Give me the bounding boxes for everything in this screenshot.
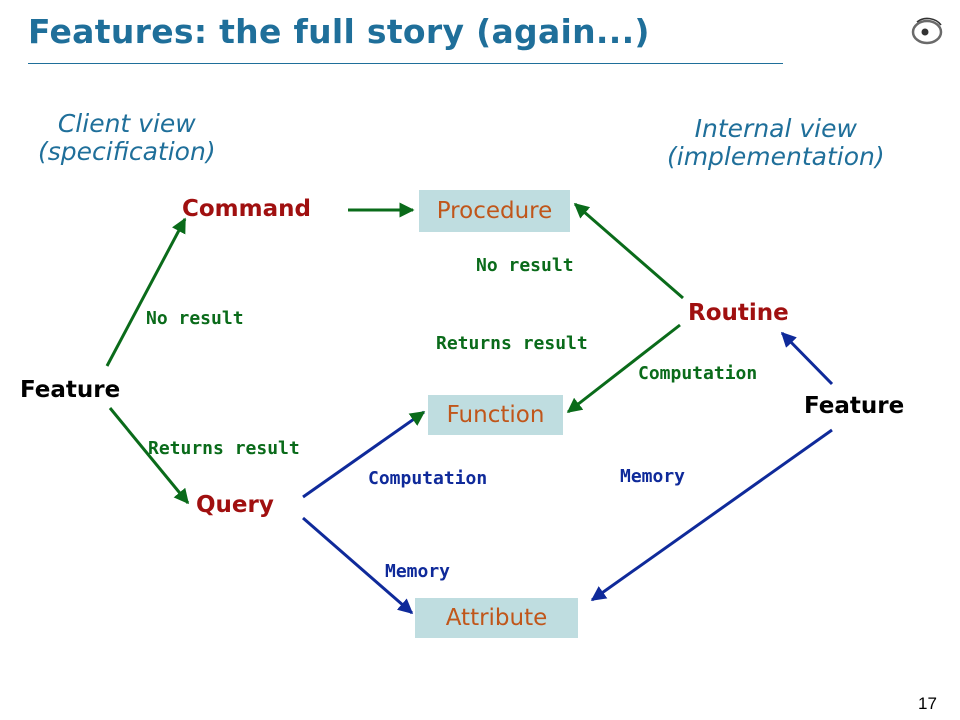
computation-label-left: Computation — [368, 468, 488, 489]
arrow-feature-to-attribute — [590, 428, 833, 602]
arrow-feature-to-command — [105, 217, 187, 367]
eiffel-logo-icon — [911, 17, 943, 45]
arrow-routine-to-procedure — [573, 202, 684, 300]
arrow-feature-to-query — [108, 407, 190, 505]
returns-result-label-right: Returns result — [436, 333, 588, 354]
client-view-heading: Client view (specification) — [38, 110, 216, 166]
memory-label-left: Memory — [385, 561, 451, 582]
client-view-line1: Client view — [57, 109, 196, 138]
client-view-line2: (specification) — [38, 137, 216, 166]
feature-node-right: Feature — [804, 393, 905, 419]
arrow-feature-to-routine — [780, 331, 834, 386]
returns-result-label-left: Returns result — [148, 438, 300, 459]
internal-view-line1: Internal view — [694, 114, 857, 143]
attribute-box: Attribute — [415, 598, 578, 638]
no-result-label-right: No result — [476, 255, 574, 276]
title-underline — [28, 63, 783, 64]
command-node: Command — [182, 196, 311, 222]
no-result-label-left: No result — [146, 308, 244, 329]
arrow-query-to-attribute — [302, 516, 414, 615]
page-number: 17 — [918, 694, 937, 713]
function-box: Function — [428, 395, 563, 435]
routine-node: Routine — [688, 300, 789, 326]
internal-view-line2: (implementation) — [667, 142, 885, 171]
arrow-routine-to-function — [566, 323, 681, 414]
slide-title: Features: the full story (again...) — [28, 12, 650, 51]
procedure-box: Procedure — [419, 190, 570, 232]
arrow-query-to-function — [302, 410, 426, 499]
query-node: Query — [196, 492, 274, 518]
computation-label-right: Computation — [638, 363, 758, 384]
feature-node-left: Feature — [20, 377, 121, 403]
internal-view-heading: Internal view (implementation) — [667, 115, 885, 171]
memory-label-right: Memory — [620, 466, 686, 487]
